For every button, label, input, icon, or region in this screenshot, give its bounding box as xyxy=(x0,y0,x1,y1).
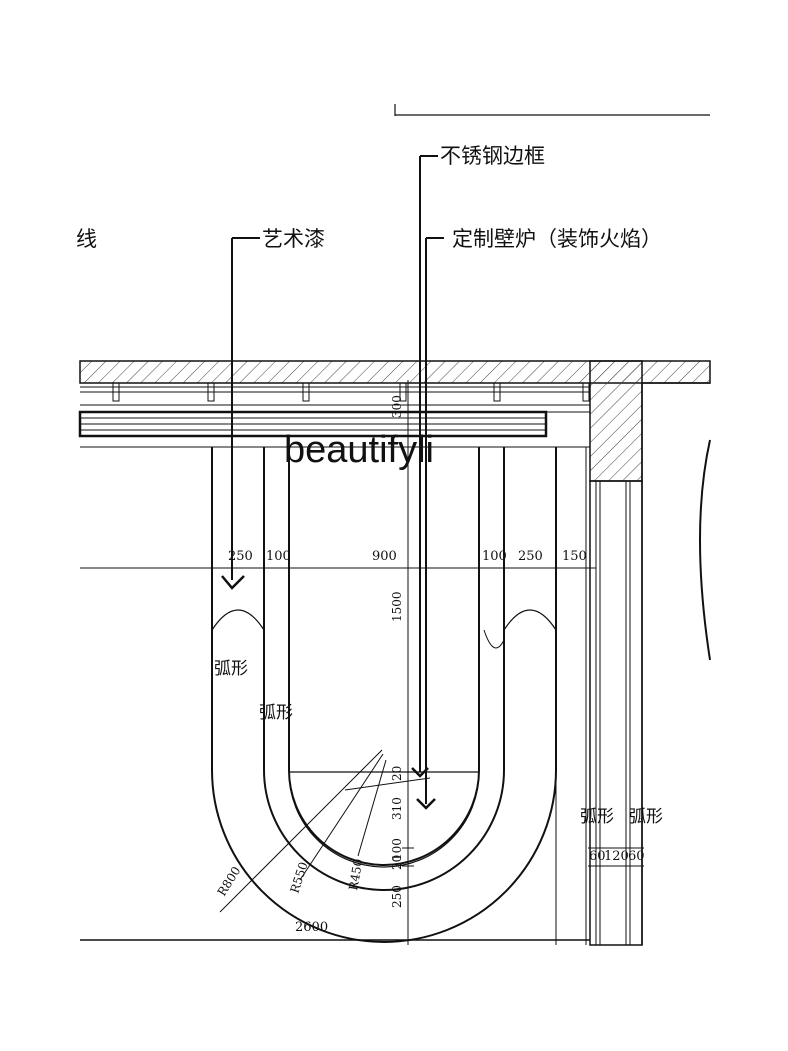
dim-1500: 1500 xyxy=(390,591,404,622)
label-stainless-frame: 不锈钢边框 xyxy=(440,144,545,168)
dim-250-left: 250 xyxy=(228,549,253,564)
radius-r450: R450 xyxy=(346,858,365,892)
callout-art-paint xyxy=(221,237,260,590)
dim-20-vertical: 20 xyxy=(390,855,404,870)
dimension-lines xyxy=(80,380,644,945)
watermark: beautifyli xyxy=(284,429,434,471)
label-art-paint: 艺术漆 xyxy=(262,227,325,251)
label-partial-left: 线 xyxy=(76,227,97,251)
dim-100-vertical: 100 xyxy=(390,838,404,861)
dim-300: 300 xyxy=(390,395,404,418)
right-column xyxy=(589,439,711,946)
dim-250-right: 250 xyxy=(518,549,543,564)
dim-900: 900 xyxy=(372,549,397,564)
mantel-shelf xyxy=(78,410,590,448)
dim-100-right: 100 xyxy=(482,549,507,564)
dim-150: 150 xyxy=(562,549,587,564)
label-arc-1: 弧形 xyxy=(214,659,248,679)
arc-bumps xyxy=(211,609,557,649)
stud-markers xyxy=(112,382,590,402)
dim-60-left: 60 xyxy=(589,849,606,864)
label-fireplace: 定制壁炉（装饰火焰） xyxy=(452,227,662,251)
dim-120: 120 xyxy=(604,849,629,864)
label-arc-3: 弧形 xyxy=(580,807,614,827)
dim-100-left: 100 xyxy=(266,549,291,564)
dim-310: 310 xyxy=(390,797,404,820)
top-reference-line xyxy=(394,104,710,116)
arch-frame xyxy=(211,447,587,945)
radius-r550: R550 xyxy=(288,860,311,895)
callout-fireplace xyxy=(416,237,444,810)
dim-20: 20 xyxy=(390,766,404,781)
label-arc-4: 弧形 xyxy=(629,807,663,827)
dim-60-right: 60 xyxy=(628,849,645,864)
label-arc-2: 弧形 xyxy=(259,703,293,723)
radius-leaders xyxy=(219,749,387,913)
dim-2600: 2600 xyxy=(295,920,328,935)
firebox xyxy=(288,771,480,868)
dim-250-vertical: 250 xyxy=(390,885,404,908)
